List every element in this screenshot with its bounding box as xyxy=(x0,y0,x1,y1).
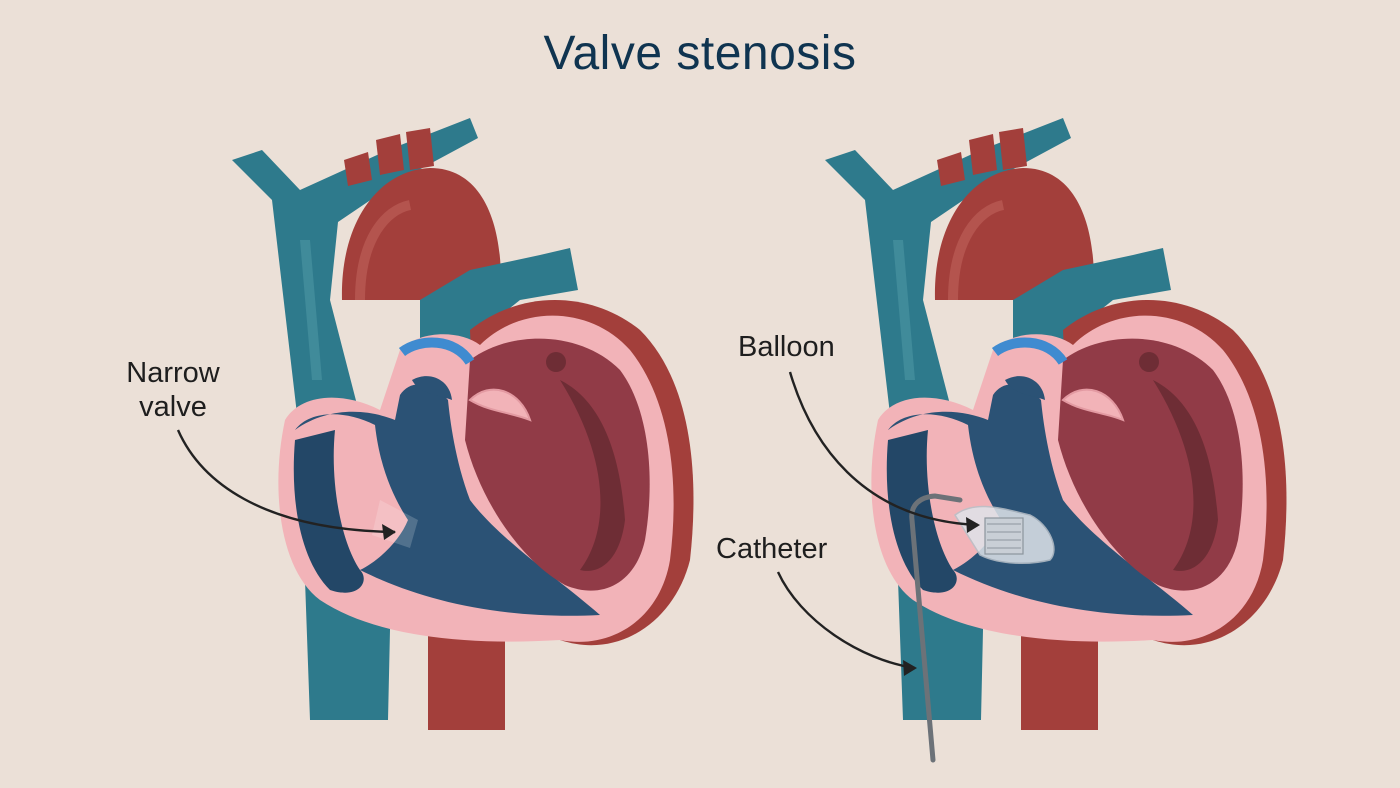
narrow-valve-arrow xyxy=(176,429,396,534)
balloon-label: Balloon xyxy=(738,331,835,363)
catheter-label: Catheter xyxy=(716,533,828,565)
narrow-valve-label-line1: Narrow xyxy=(126,357,220,389)
balloon-stent xyxy=(953,505,1055,565)
diagram-title: Valve stenosis xyxy=(543,27,857,80)
narrow-valve-label: Narrow valve xyxy=(122,356,224,424)
narrow-valve-label-line2: valve xyxy=(139,391,207,423)
heart-after xyxy=(825,118,1286,730)
balloon-arrow xyxy=(788,371,979,527)
heart-before xyxy=(232,118,693,730)
catheter-tube xyxy=(909,493,963,763)
catheter-arrow xyxy=(776,571,916,670)
